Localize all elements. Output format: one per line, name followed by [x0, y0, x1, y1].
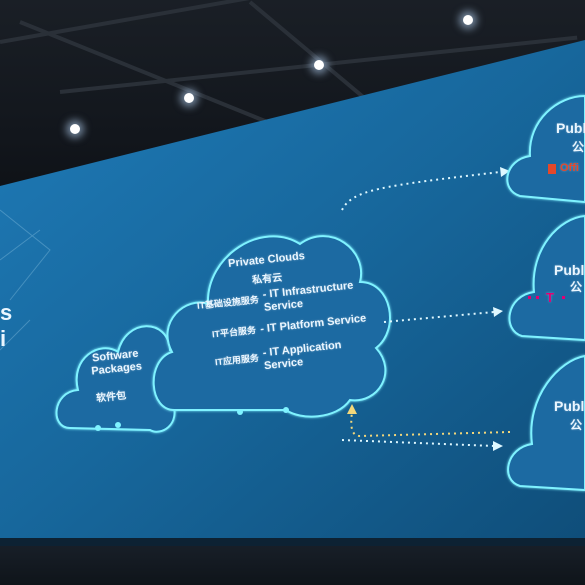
public-cloud-3-label-cn: 公	[570, 418, 583, 432]
public-cloud-1-label-cn: 公	[572, 140, 585, 154]
screen-bezel	[0, 538, 585, 546]
telekom-dot	[536, 296, 539, 299]
private-cloud-title-cn: 私有云	[251, 272, 283, 287]
connector-dot	[237, 409, 243, 415]
public-cloud-2-label: Publ	[554, 262, 585, 278]
arrow-head	[493, 307, 503, 317]
telekom-logo: T	[546, 290, 554, 305]
service-label-cn: IT平台服务	[211, 324, 257, 340]
telekom-dot	[562, 296, 565, 299]
office-logo-icon	[548, 164, 556, 174]
stage-spotlight	[184, 93, 194, 103]
service-label-cn: IT基础设施服务	[196, 294, 260, 311]
arrow-head	[347, 404, 357, 414]
connector-dot	[283, 407, 289, 413]
service-label-cn: IT应用服务	[214, 352, 260, 368]
public-cloud-3	[507, 354, 585, 492]
public-cloud-1-label: Publ	[556, 120, 585, 136]
arrow-to-public-cloud-2	[383, 311, 495, 323]
left-cutoff-text: s i	[0, 300, 12, 352]
stage-spotlight	[314, 60, 324, 70]
software-packages-title-cn: 软件包	[95, 390, 127, 405]
left-cutoff-fragment: i	[0, 326, 7, 351]
public-cloud-2-label-cn: 公	[570, 280, 583, 294]
stage-spotlight	[463, 15, 473, 25]
connector-dot	[115, 422, 121, 428]
telekom-dot	[528, 296, 531, 299]
public-cloud-1-logo: Offi	[560, 162, 579, 174]
service-list: IT基础设施服务 - IT Infrastructure Service IT平…	[196, 279, 371, 384]
left-cutoff-fragment: s	[0, 300, 13, 325]
stage-spotlight	[70, 124, 80, 134]
public-cloud-2	[508, 214, 585, 342]
arrow-head	[500, 167, 510, 177]
public-cloud-1	[506, 94, 585, 204]
network-lines	[0, 209, 51, 351]
arrow-to-public-cloud-3	[341, 439, 495, 447]
private-cloud	[152, 235, 391, 418]
arrow-from-public-cloud	[350, 411, 511, 438]
public-cloud-3-label: Publ	[554, 398, 585, 414]
arrow-to-public-cloud-1	[341, 171, 501, 211]
arrow-head	[493, 441, 503, 451]
connector-dot	[95, 425, 101, 431]
